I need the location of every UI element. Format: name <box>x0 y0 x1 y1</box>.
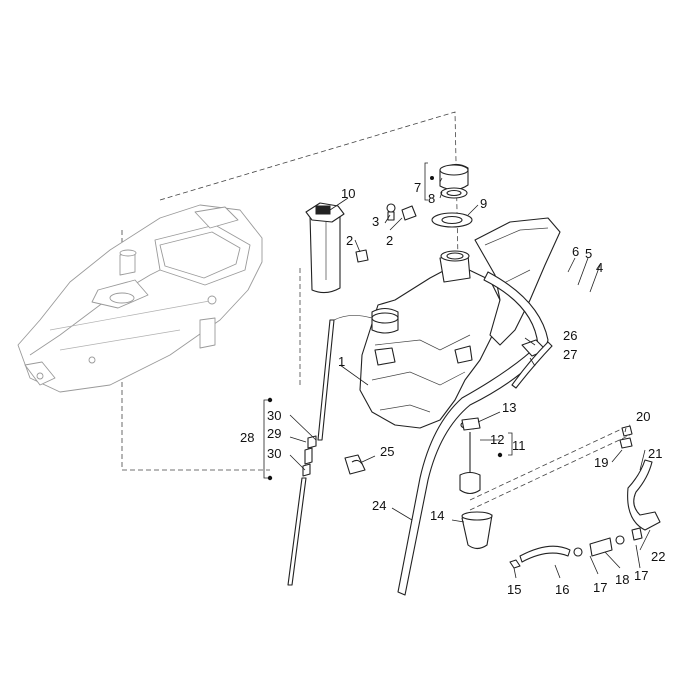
callout-9: 9 <box>480 196 487 211</box>
callout-25: 25 <box>380 444 394 459</box>
callout-13: 13 <box>502 400 516 415</box>
callout-26: 26 <box>563 328 577 343</box>
callout-30a: 30 <box>267 408 281 423</box>
callout-28: 28 <box>240 430 254 445</box>
callout-3: 3 <box>372 214 379 229</box>
tank-rear-shroud <box>474 217 561 346</box>
fuel-level-sender <box>305 202 345 294</box>
leader-lines <box>263 162 651 579</box>
bullet-dots <box>267 176 503 481</box>
callout-11: 11 <box>512 438 526 453</box>
callout-2b: 2 <box>386 233 393 248</box>
callout-15: 15 <box>507 582 521 597</box>
callout-17a: 17 <box>593 580 607 595</box>
callout-21: 21 <box>648 446 662 461</box>
scooter-body-frame <box>17 204 263 393</box>
callout-8: 8 <box>428 191 435 206</box>
hose-clamp-25 <box>344 454 366 475</box>
callout-29: 29 <box>267 426 281 441</box>
callout-10: 10 <box>341 186 355 201</box>
callout-17b: 17 <box>634 568 648 583</box>
fuel-hose-line <box>509 425 661 569</box>
callout-6: 6 <box>572 244 579 259</box>
breather-line <box>287 315 373 586</box>
callout-7: 7 <box>414 180 421 195</box>
clip-parts <box>355 203 417 263</box>
callout-14: 14 <box>430 508 444 523</box>
callout-18: 18 <box>615 572 629 587</box>
callout-19: 19 <box>594 455 608 470</box>
callout-20: 20 <box>636 409 650 424</box>
callout-5: 5 <box>585 246 592 261</box>
strap-parts <box>511 339 553 389</box>
fuel-tank <box>359 250 501 429</box>
callout-27: 27 <box>563 347 577 362</box>
callout-1: 1 <box>338 354 345 369</box>
callout-16: 16 <box>555 582 569 597</box>
filler-cap-assembly <box>431 163 473 228</box>
fuel-tap-assembly <box>459 417 493 550</box>
callout-2a: 2 <box>346 233 353 248</box>
callout-30b: 30 <box>267 446 281 461</box>
callout-4: 4 <box>596 260 603 275</box>
callout-22: 22 <box>651 549 665 564</box>
callout-12: 12 <box>490 432 504 447</box>
callout-labels: 1 2 2 3 4 5 6 7 8 9 10 11 12 13 14 15 16… <box>240 180 665 597</box>
callout-24: 24 <box>372 498 386 513</box>
